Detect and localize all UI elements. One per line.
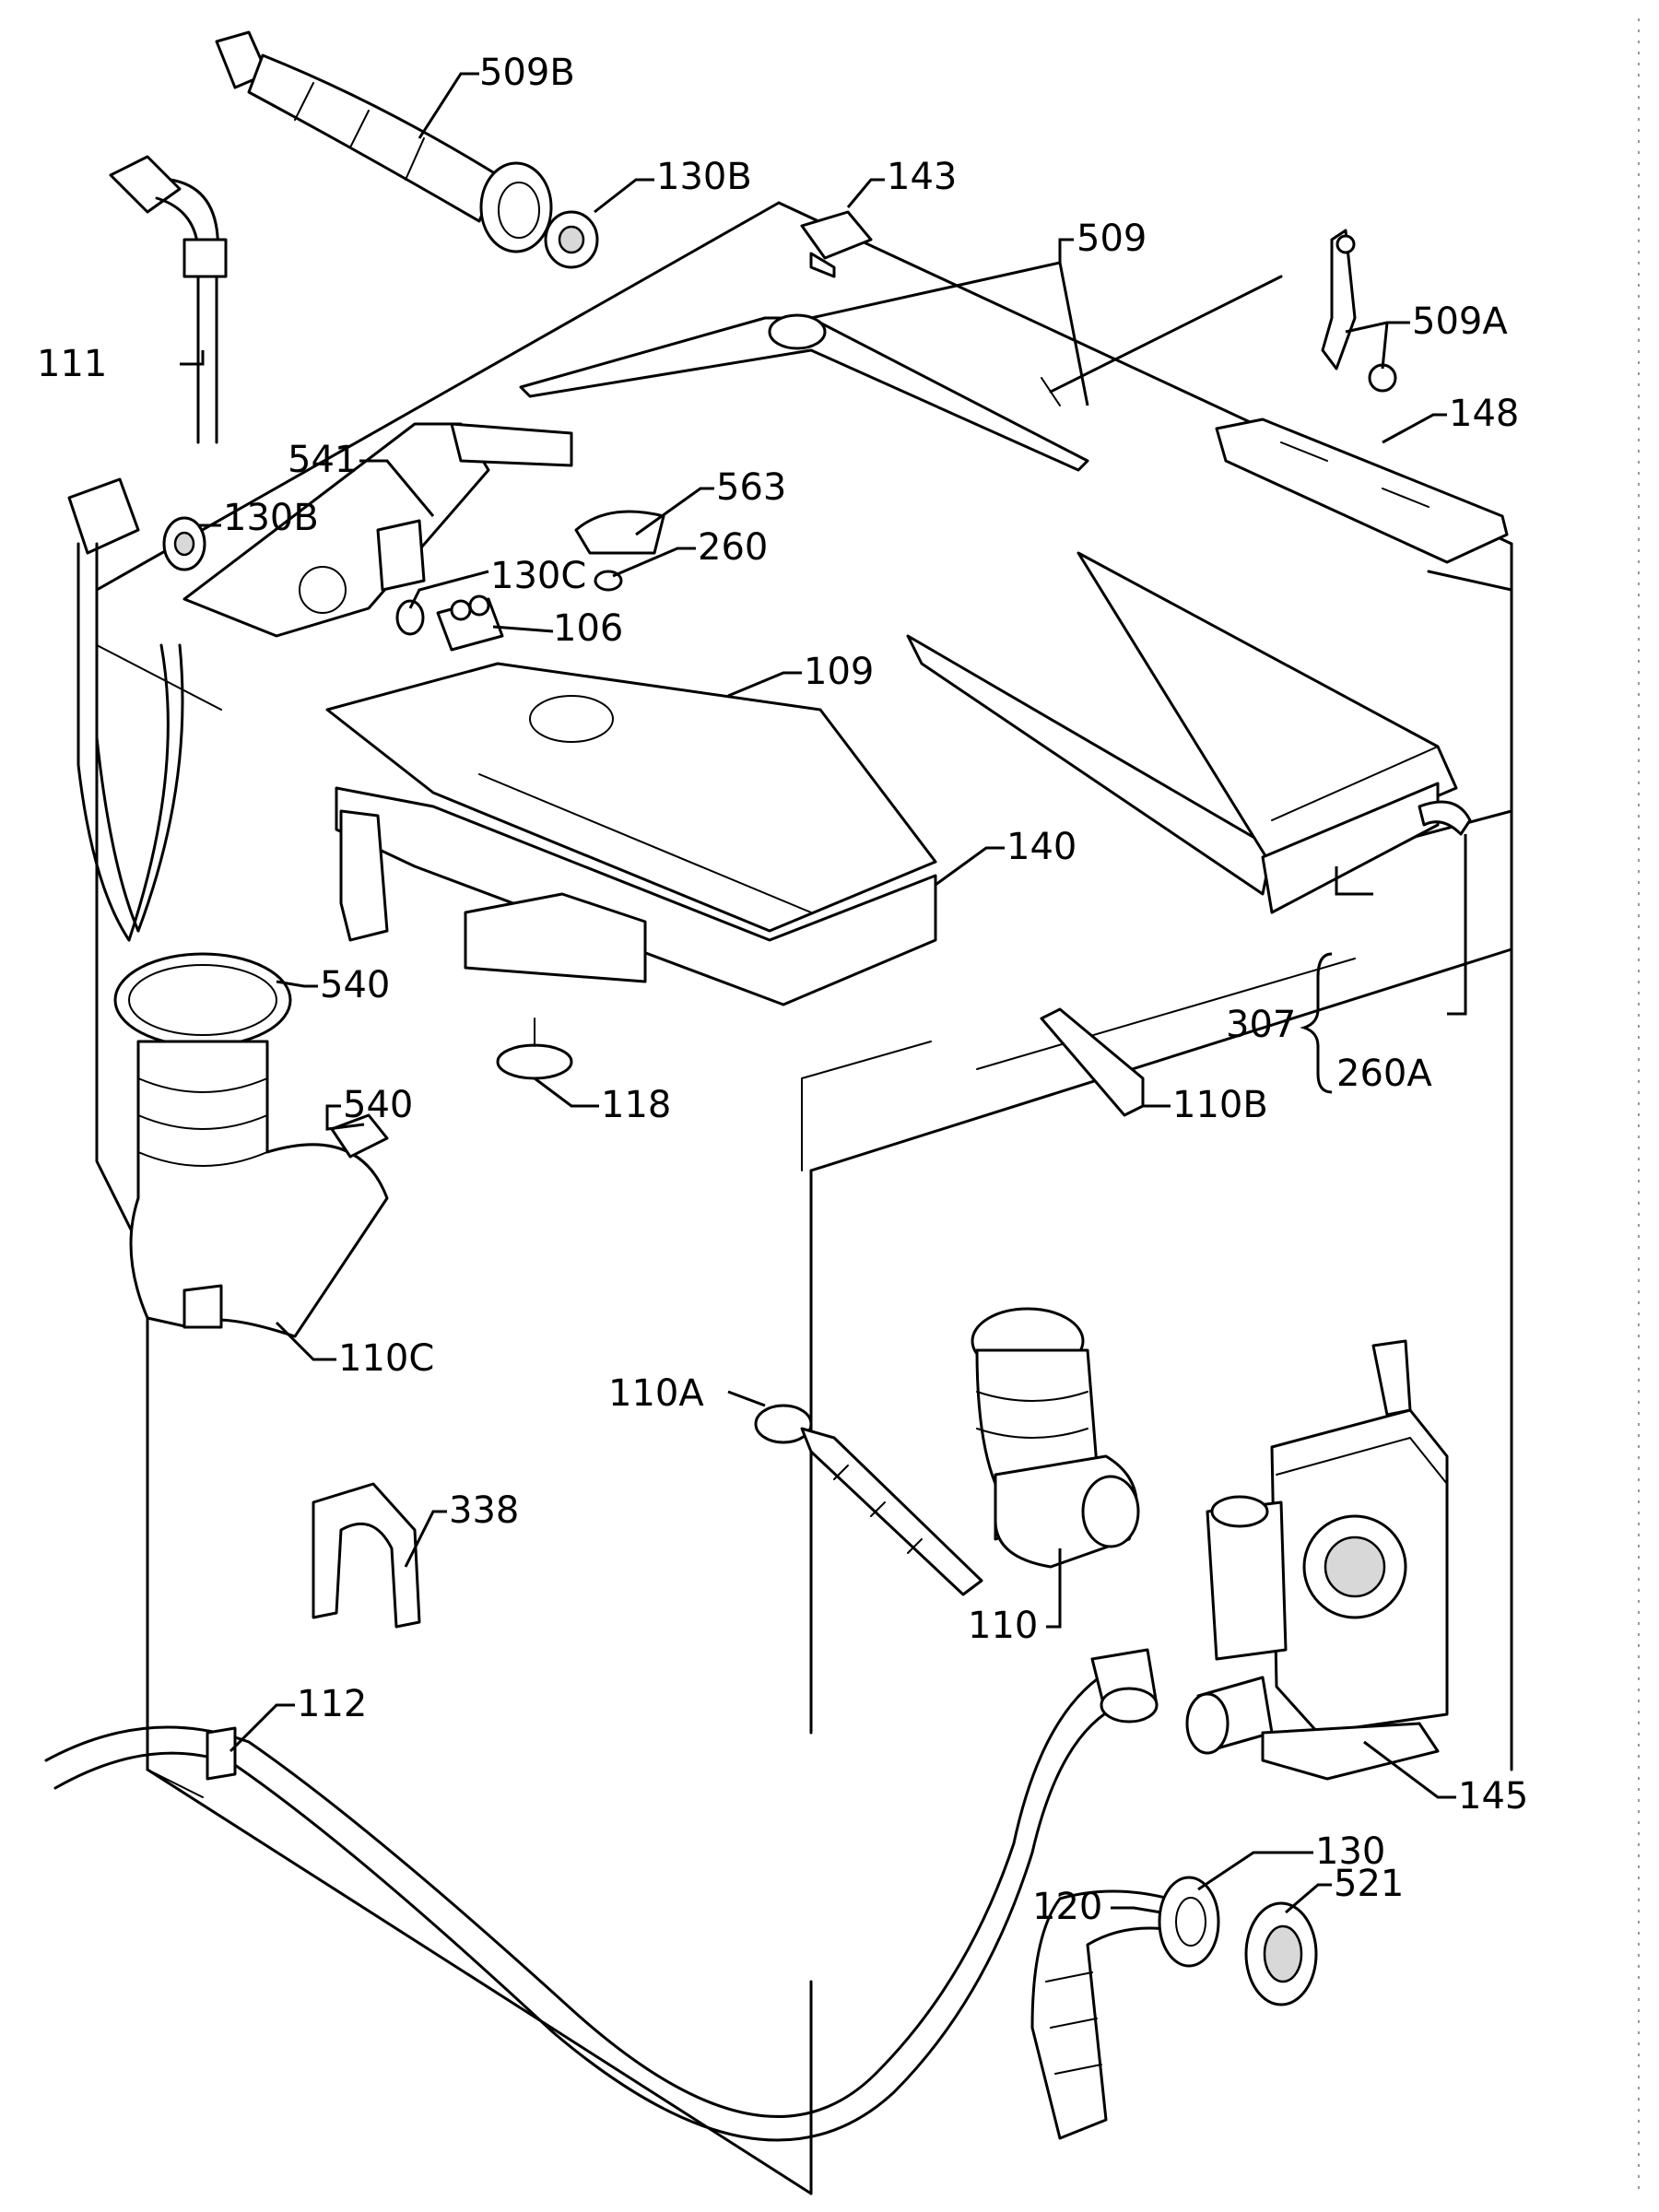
part-120-filter [1030,1889,1200,2140]
label-260a: 260A [1336,1053,1432,1095]
label-540-a: 540 [320,964,390,1006]
label-110c: 110C [338,1337,434,1380]
part-130b-mid-washer [162,516,206,571]
part-521-cap [1244,1901,1318,2006]
cabinet-outline [95,201,1513,2195]
label-110b: 110B [1172,1084,1268,1126]
label-509a: 509A [1412,300,1508,343]
leader-lines [180,72,1467,1914]
label-307-brace [1300,952,1333,1094]
label-540-b: 540 [343,1084,413,1126]
label-521: 521 [1334,1863,1404,1905]
label-118: 118 [601,1084,671,1126]
part-338-clip [312,1482,421,1629]
part-118-pad [496,1018,573,1080]
part-112-drain-hose [44,1648,1159,2142]
part-260a-clip [1418,800,1472,836]
label-130b-mid: 130B [223,497,319,539]
part-110a-hose [754,1404,983,1596]
part-labels: 509B 130B 143 509 509A 111 148 541 563 1… [37,52,1528,1928]
part-143-knob [800,210,873,278]
label-110a: 110A [608,1372,704,1415]
part-148-bracket [1215,418,1509,564]
label-109: 109 [804,651,874,693]
label-140: 140 [1006,826,1077,868]
label-130c: 130C [490,555,586,597]
part-509a-arm [1321,229,1397,393]
part-130c-clip [395,599,425,636]
part-563-cam [574,510,665,555]
part-140-dispenser-housing [335,786,937,1006]
label-307: 307 [1226,1004,1296,1046]
label-120: 120 [1032,1886,1102,1928]
part-509-lever-bar [519,275,1283,472]
part-109-dispenser-lid [325,662,937,933]
part-509b-inlet-valve [215,30,553,253]
part-130-seal [1158,1876,1220,1968]
part-110b-hose [1040,1007,1145,1117]
part-540-clamp-ring [113,952,292,1048]
part-130b-top-washer [544,210,599,269]
label-260: 260 [698,526,768,569]
label-148: 148 [1449,393,1519,435]
part-110c-bellows [129,1040,389,1338]
label-541: 541 [288,439,358,481]
label-130: 130 [1315,1830,1385,1873]
label-111: 111 [37,343,107,385]
label-145: 145 [1458,1775,1528,1818]
part-145-pump [1185,1339,1449,1781]
label-509b: 509B [479,52,575,94]
label-130b-top: 130B [656,156,752,198]
label-563: 563 [716,466,786,509]
detergent-drawer [906,551,1458,914]
part-111-fill-hose [67,155,228,942]
label-338: 338 [449,1489,519,1532]
label-112: 112 [297,1683,367,1725]
label-143: 143 [887,156,957,198]
part-110-elbow [971,1307,1140,1569]
label-106: 106 [553,607,623,650]
label-509: 509 [1077,218,1147,260]
part-541-mounting-frame [182,422,573,638]
label-110: 110 [968,1605,1038,1647]
part-106-switch [436,594,504,652]
